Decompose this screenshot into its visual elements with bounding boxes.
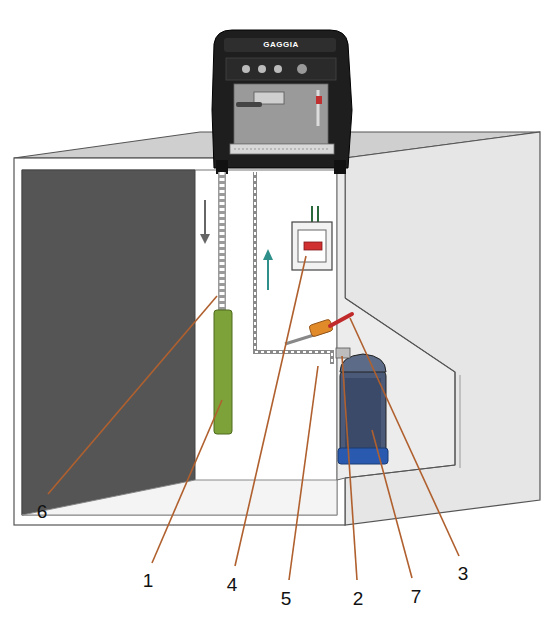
power-wire: [311, 206, 313, 224]
callout-number: 5: [281, 589, 292, 608]
water-filter: [336, 348, 388, 464]
brand-logo: GAGGIA: [263, 41, 298, 49]
water-pipe-pattern: [255, 172, 332, 364]
callout-number: 3: [458, 564, 469, 583]
electrical-switch: [292, 222, 332, 270]
cabinet-front: [14, 158, 345, 525]
cabinet-interior: [22, 170, 337, 515]
espresso-machine: [212, 30, 352, 174]
leader-lines: [48, 256, 459, 580]
flow-arrow: [204, 200, 206, 236]
callout-number: 6: [37, 502, 48, 521]
callout-number: 4: [227, 575, 238, 594]
valve-handle: [330, 314, 352, 326]
flow-arrowhead: [200, 234, 210, 244]
callout-number: 2: [353, 589, 364, 608]
callout-number: 7: [411, 587, 422, 606]
drain-hose-ribs: [220, 172, 225, 312]
power-wire: [317, 206, 319, 224]
right-inner-wall: [337, 170, 455, 480]
wall-edge: [460, 375, 461, 468]
flow-arrowhead: [263, 249, 273, 260]
left-wall: [22, 170, 195, 515]
valve: [309, 319, 334, 337]
drain-hose: [218, 172, 226, 312]
drain-tube: [214, 310, 232, 434]
callout-number: 1: [143, 571, 154, 590]
water-pipe: [255, 172, 332, 364]
flow-arrow: [267, 258, 269, 290]
